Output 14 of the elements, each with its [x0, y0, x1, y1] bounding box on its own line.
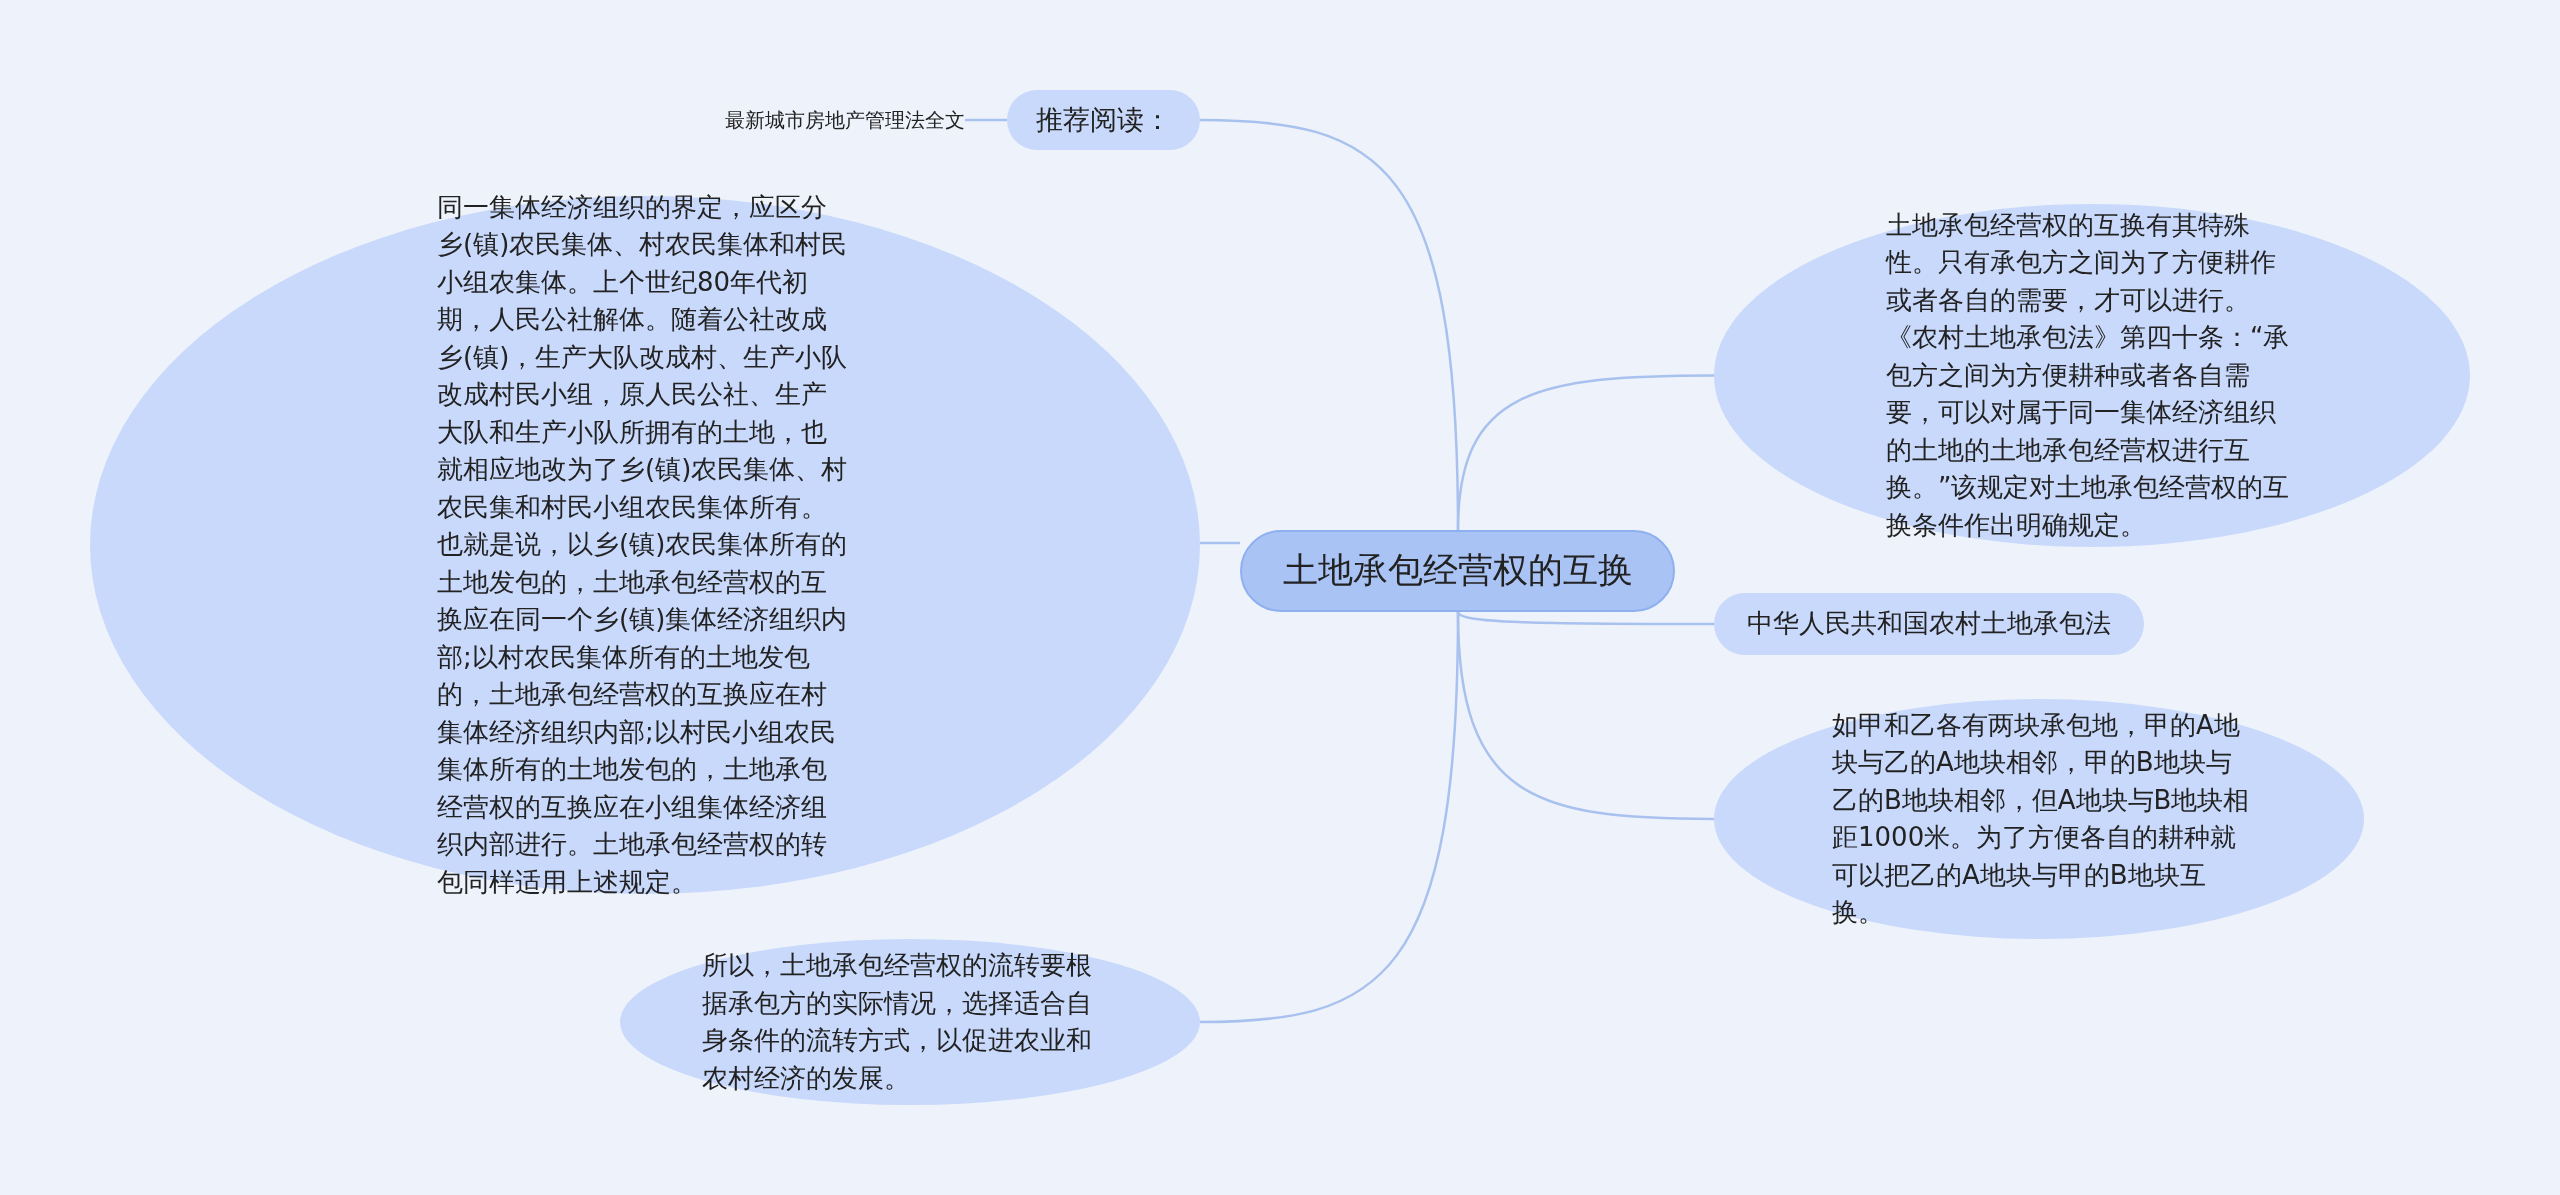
- topic-text: 所以，土地承包经营权的流转要根据承包方的实际情况，选择适合自身条件的流转方式，以促进农业和农村经济的发展。: [702, 949, 1093, 1095]
- topic-text: 土地承包经营权的互换有其特殊性。只有承包方之间为了方便耕作或者各自的需要，才可以进行。《农村土地承包法》第四十条：“承包方之间为方便耕种或者各自需要，可以对属于同一集体经济组织的土地的土地承包经营权进行互换。”该规定对土地承包经营权的互换条件作出明确规定。: [1886, 208, 2291, 542]
- topic-text: 同一集体经济组织的界定，应区分乡(镇)农民集体、村农民集体和村民小组农集体。上个世纪80年代初期，人民公社解体。随着公社改成乡(镇)，生产大队改成村、生产小队改成村民小组，原人民公社、生产大队和生产小队所拥有的土地，也就相应地改为了乡(镇)农民集体、村农民集和村民小组农民集体所有。也就是说，以乡(镇)农民集体所有的土地发包的，土地承包经营权的互换应在同一个乡(镇)集体经济组织内部;以村农民集体所有的土地发包的，土地承包经营权的互换应在村集体经济组织内部;以村民小组农民集体所有的土地发包的，土地承包经营权的互换应在小组集体经济组织内部进行。土地承包经营权的转包同样适用上述规定。: [437, 190, 849, 899]
- topic-text: 如甲和乙各有两块承包地，甲的A地块与乙的A地块相邻，甲的B地块与乙的B地块相邻，但A地块与B地块相距1000米。为了方便各自的耕种就可以把乙的A地块与甲的B地块互换。: [1832, 708, 2251, 929]
- connector-line: [965, 118, 1007, 122]
- topic-pill: [1007, 90, 1200, 150]
- topic-text: 中华人民共和国农村土地承包法: [1747, 607, 2111, 641]
- connector-line: [1456, 374, 1714, 531]
- connector-line: [1200, 541, 1240, 545]
- central-topic-text: 土地承包经营权的互换: [1282, 552, 1633, 590]
- link-text: 最新城市房地产管理法全文: [690, 102, 965, 138]
- connector-line: [1456, 611, 1714, 626]
- topic-text: 推荐阅读：: [1036, 103, 1171, 138]
- connector-line: [1199, 611, 1460, 1024]
